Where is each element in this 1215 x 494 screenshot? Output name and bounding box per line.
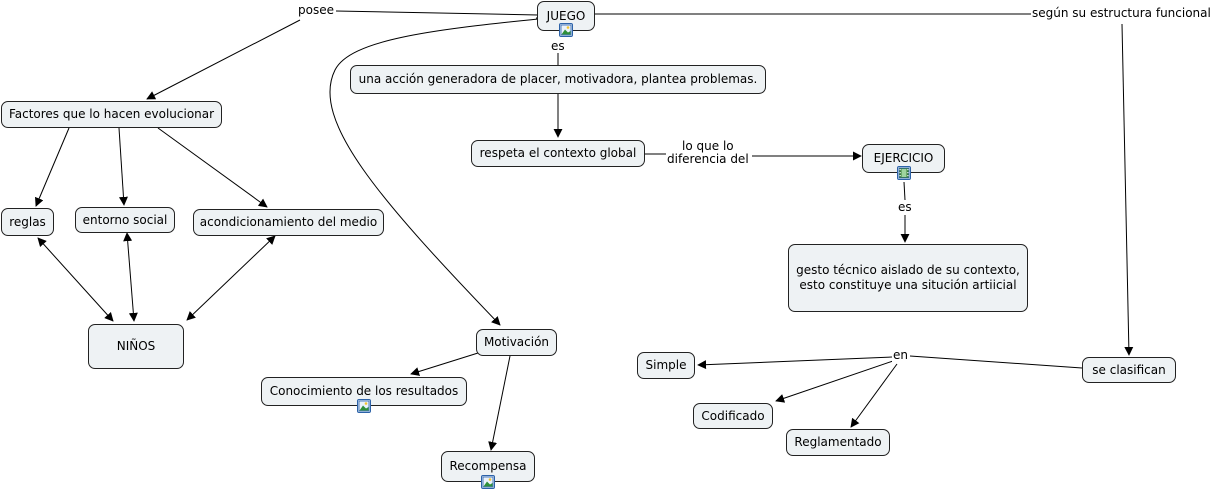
- concept-simple-label: Simple: [645, 358, 687, 372]
- concept-gesto[interactable]: gesto técnico aislado de su contexto, es…: [788, 244, 1028, 312]
- concept-motivacion-label: Motivación: [483, 335, 550, 349]
- link-reglas-ninos: [37, 237, 114, 322]
- link-factores-acond: [157, 127, 268, 208]
- link-label-es-ejercicio[interactable]: es: [897, 200, 913, 214]
- concept-juego-label: JUEGO: [546, 8, 586, 23]
- concept-accion[interactable]: una acción generadora de placer, motivad…: [350, 65, 766, 94]
- link-segun-seclasifican: [1121, 23, 1134, 356]
- concept-gesto-line2: esto constituye una situción artiicial: [799, 278, 1017, 292]
- link-label-lo-que-lo-line1: lo que lo: [682, 139, 734, 153]
- concept-respeta[interactable]: respeta el contexto global: [471, 140, 645, 167]
- link-ejercicio-es: [903, 181, 906, 201]
- link-juego-motivacion: [329, 18, 539, 326]
- concept-recompensa-label: Recompensa: [449, 459, 527, 473]
- link-motivacion-conocimiento: [410, 352, 479, 376]
- concept-ejercicio[interactable]: EJERCICIO: [862, 144, 945, 173]
- concept-se-clasifican[interactable]: se clasifican: [1082, 357, 1176, 383]
- link-label-lo-que-lo-line2: diferencia del: [667, 152, 749, 166]
- concept-reglas[interactable]: reglas: [1, 208, 54, 236]
- concept-ninos[interactable]: NIÑOS: [88, 324, 184, 369]
- image-icon[interactable]: [559, 23, 573, 37]
- concept-reglas-label: reglas: [9, 214, 46, 229]
- concept-gesto-line1: gesto técnico aislado de su contexto,: [796, 263, 1020, 277]
- link-factores-entorno: [118, 127, 128, 206]
- concept-codificado[interactable]: Codificado: [693, 403, 773, 429]
- concept-factores[interactable]: Factores que lo hacen evolucionar: [1, 101, 222, 128]
- concept-conocimiento-label: Conocimiento de los resultados: [269, 384, 459, 398]
- link-en-reglamentado: [850, 363, 898, 428]
- concept-factores-label: Factores que lo hacen evolucionar: [8, 107, 215, 121]
- link-en-codificado: [775, 360, 894, 403]
- video-icon[interactable]: [897, 166, 911, 180]
- link-label-es-juego[interactable]: es: [550, 39, 566, 53]
- image-icon[interactable]: [357, 399, 371, 413]
- link-label-en[interactable]: en: [892, 348, 909, 362]
- concept-ninos-label: NIÑOS: [116, 339, 156, 353]
- link-juego-posee: [335, 10, 539, 16]
- concept-entorno-label: entorno social: [82, 212, 168, 227]
- link-label-lo-que-lo[interactable]: lo que lo diferencia del: [666, 140, 750, 166]
- concept-reglamentado[interactable]: Reglamentado: [786, 429, 890, 456]
- concept-accion-label: una acción generadora de placer, motivad…: [358, 72, 758, 86]
- concept-se-clasifican-label: se clasifican: [1092, 362, 1166, 377]
- link-entorno-ninos: [123, 232, 138, 322]
- concept-simple[interactable]: Simple: [637, 352, 695, 379]
- link-label-posee[interactable]: posee: [297, 3, 335, 17]
- concept-acondicionamiento[interactable]: acondicionamiento del medio: [193, 209, 384, 236]
- concept-acondicionamiento-label: acondicionamiento del medio: [199, 215, 378, 229]
- link-en-simple: [697, 356, 893, 370]
- concept-entorno-social[interactable]: entorno social: [75, 207, 175, 233]
- concept-motivacion[interactable]: Motivación: [476, 329, 557, 356]
- link-factores-reglas: [35, 127, 70, 207]
- link-posee-factores: [146, 19, 301, 100]
- link-seclasifican-en: [909, 355, 1083, 369]
- link-acond-ninos: [186, 235, 276, 321]
- concept-ejercicio-label: EJERCICIO: [873, 151, 934, 165]
- link-motivacion-recompensa: [488, 355, 511, 451]
- concept-respeta-label: respeta el contexto global: [479, 146, 637, 160]
- concept-reglamentado-label: Reglamentado: [794, 435, 882, 449]
- link-label-segun[interactable]: según su estructura funcional: [1031, 6, 1212, 20]
- concept-codificado-label: Codificado: [701, 408, 765, 423]
- image-icon[interactable]: [481, 475, 495, 489]
